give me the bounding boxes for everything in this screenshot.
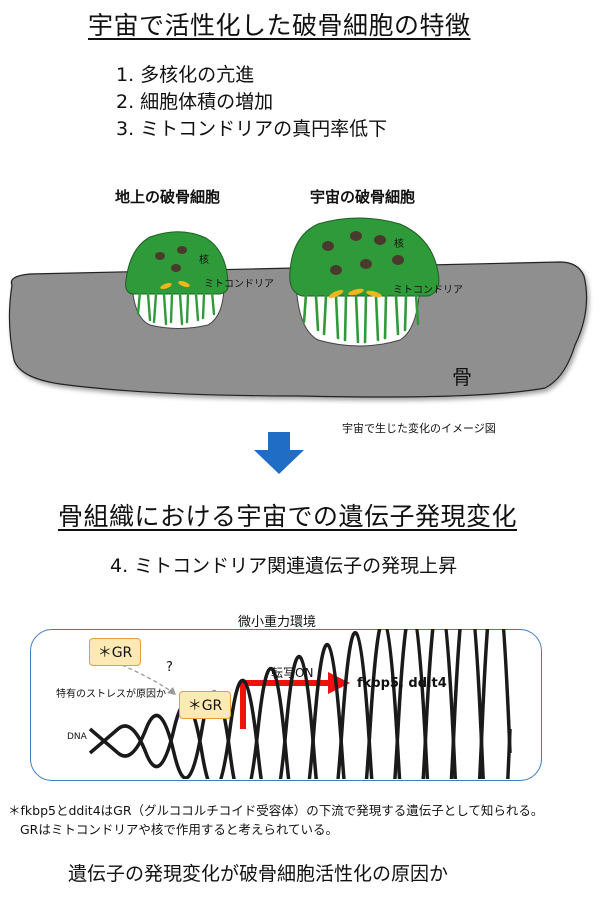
gr-box-bound: ＊GR	[179, 691, 231, 719]
footnote-line-1: ＊fkbp5とddit4はGR（グルココルチコイド受容体）の下流で発現する遺伝子…	[8, 801, 543, 820]
dna-helix	[90, 629, 510, 779]
stress-label: 特有のストレスが原因か	[56, 685, 166, 700]
image-caption: 宇宙で生じた変化のイメージ図	[342, 420, 496, 436]
earth-mito-label: ミトコンドリア	[204, 275, 274, 290]
footnote-line-2: GRはミトコンドリアや核で作用すると考えられている。	[20, 820, 338, 839]
conclusion: 遺伝子の発現変化が破骨細胞活性化の原因か	[68, 859, 448, 886]
feature-item-3: 3. ミトコンドリアの真円率低下	[116, 114, 387, 141]
bone-cell-illustration	[0, 210, 600, 415]
target-genes: fkbp5, ddit4	[357, 676, 447, 691]
space-osteoclast-label: 宇宙の破骨細胞	[310, 186, 415, 207]
down-arrow-icon	[250, 432, 308, 476]
question-mark: ?	[166, 660, 173, 675]
feature-item-1: 1. 多核化の亢進	[116, 60, 254, 87]
feature-item-4: 4. ミトコンドリア関連遺伝子の発現上昇	[110, 551, 457, 578]
bone-label: 骨	[452, 361, 472, 390]
earth-nucleus-label: 核	[199, 251, 209, 266]
gr-box-cytoplasm: ＊GR	[89, 638, 141, 666]
page-title: 宇宙で活性化した破骨細胞の特徴	[88, 6, 471, 42]
transcription-label: 転写ON	[271, 664, 313, 681]
earth-osteoclast-label: 地上の破骨細胞	[115, 186, 220, 207]
section-title: 骨組織における宇宙での遺伝子発現変化	[58, 497, 517, 533]
dna-label: DNA	[67, 732, 87, 742]
feature-item-2: 2. 細胞体積の増加	[116, 87, 273, 114]
space-mito-label: ミトコンドリア	[393, 281, 463, 296]
env-label: 微小重力環境	[238, 611, 316, 630]
space-nucleus-label: 核	[394, 235, 404, 250]
